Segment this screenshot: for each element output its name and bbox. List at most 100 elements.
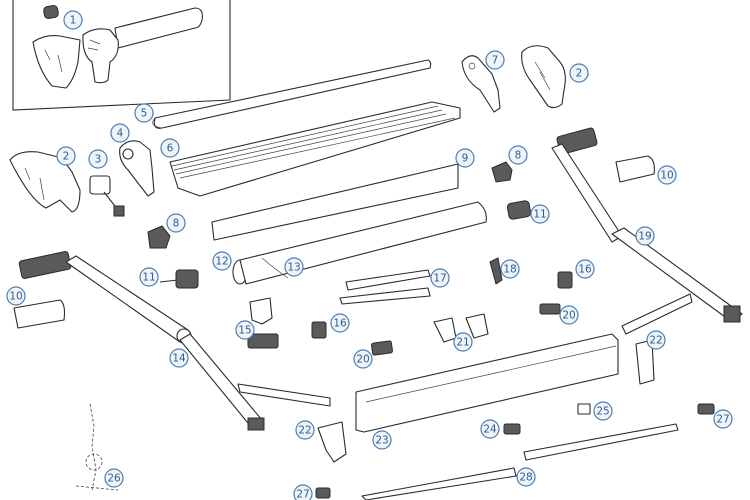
callout-27: 27 xyxy=(293,484,313,500)
callout-5: 5 xyxy=(134,103,154,123)
callout-label: 16 xyxy=(333,318,347,330)
callout-label: 25 xyxy=(596,406,609,418)
inset-box xyxy=(12,0,231,111)
callout-26: 26 xyxy=(104,468,124,488)
callout-circle xyxy=(480,419,500,439)
part-clip-27-right xyxy=(697,403,715,415)
callout-circle xyxy=(353,349,373,369)
callout-label: 20 xyxy=(356,354,369,366)
callout-21: 21 xyxy=(453,332,473,352)
callout-16: 16 xyxy=(575,259,595,279)
callout-24: 24 xyxy=(480,419,500,439)
callout-label: 2 xyxy=(63,151,70,163)
callout-circle xyxy=(284,257,304,277)
callout-label: 22 xyxy=(298,425,311,437)
part-spring-left xyxy=(159,269,199,289)
part-clip-8-right xyxy=(491,161,513,183)
callout-23: 23 xyxy=(372,430,392,450)
callout-circle xyxy=(110,123,130,143)
callout-20: 20 xyxy=(353,349,373,369)
callout-circle xyxy=(139,267,159,287)
callout-circle xyxy=(56,146,76,166)
callout-label: 22 xyxy=(649,335,662,347)
part-motor-tube xyxy=(32,5,203,89)
callout-11: 11 xyxy=(530,204,550,224)
callout-circle xyxy=(635,226,655,246)
part-clip-16-left xyxy=(311,321,327,339)
callout-19: 19 xyxy=(635,226,655,246)
part-end-cap-right xyxy=(521,45,566,109)
part-right-arm xyxy=(551,127,743,335)
callout-22: 22 xyxy=(295,420,315,440)
callout-circle xyxy=(530,204,550,224)
callout-25: 25 xyxy=(593,401,613,421)
callout-label: 19 xyxy=(638,231,651,243)
part-endcap-22-left xyxy=(317,421,347,463)
callout-15: 15 xyxy=(235,320,255,340)
part-clip-16-right xyxy=(557,271,573,289)
callout-label: 4 xyxy=(117,128,124,140)
callout-16: 16 xyxy=(330,313,350,333)
callout-label: 9 xyxy=(462,153,469,165)
callout-label: 23 xyxy=(375,435,388,447)
callout-circle xyxy=(6,286,26,306)
callout-13: 13 xyxy=(284,257,304,277)
callout-label: 26 xyxy=(107,473,121,485)
callout-label: 15 xyxy=(238,325,251,337)
callout-1: 1 xyxy=(63,10,83,30)
callout-circle xyxy=(372,430,392,450)
part-end-cap-left xyxy=(9,151,81,213)
callout-circle xyxy=(455,148,475,168)
callout-circle xyxy=(134,103,154,123)
callout-label: 8 xyxy=(173,218,180,230)
callout-circle xyxy=(575,259,595,279)
callout-18: 18 xyxy=(500,259,520,279)
callout-label: 16 xyxy=(578,264,592,276)
callout-label: 13 xyxy=(287,262,300,274)
callout-circle xyxy=(516,467,536,487)
callout-circle xyxy=(453,332,473,352)
callout-circle xyxy=(169,348,189,368)
callout-3: 3 xyxy=(88,149,108,169)
callout-circle xyxy=(559,305,579,325)
callout-label: 1 xyxy=(70,15,77,27)
callout-9: 9 xyxy=(455,148,475,168)
callout-label: 17 xyxy=(433,273,446,285)
callout-label: 8 xyxy=(515,150,522,162)
part-clip-27-left xyxy=(315,487,331,499)
callout-6: 6 xyxy=(160,138,180,158)
callout-circle xyxy=(88,149,108,169)
callout-label: 10 xyxy=(9,291,22,303)
part-gear-assembly xyxy=(89,175,125,217)
callout-20: 20 xyxy=(559,305,579,325)
callout-8: 8 xyxy=(508,145,528,165)
callout-label: 27 xyxy=(716,414,729,426)
callout-27: 27 xyxy=(713,409,733,429)
callout-circle xyxy=(508,145,528,165)
part-mount-plate xyxy=(461,55,501,113)
part-side-bracket xyxy=(119,140,155,197)
part-arm-cap-right xyxy=(615,155,655,183)
callout-label: 27 xyxy=(296,489,309,500)
part-clip-8-left xyxy=(147,225,171,249)
part-left-arm xyxy=(18,251,331,431)
callout-circle xyxy=(485,50,505,70)
callout-label: 18 xyxy=(503,264,516,276)
callout-circle xyxy=(646,330,666,350)
callout-circle xyxy=(63,10,83,30)
part-front-cover xyxy=(152,59,432,129)
callout-8: 8 xyxy=(166,213,186,233)
part-front-bar xyxy=(355,333,619,433)
callout-28: 28 xyxy=(516,467,536,487)
part-assembly-26 xyxy=(75,403,119,491)
callout-14: 14 xyxy=(169,348,189,368)
callout-circle xyxy=(593,401,613,421)
callout-label: 21 xyxy=(456,337,469,349)
part-clip-20-right xyxy=(539,303,561,315)
callout-circle xyxy=(430,268,450,288)
part-rail-profile xyxy=(169,101,461,197)
part-bracket-15 xyxy=(247,297,279,349)
callout-circle xyxy=(330,313,350,333)
callout-2: 2 xyxy=(569,63,589,83)
